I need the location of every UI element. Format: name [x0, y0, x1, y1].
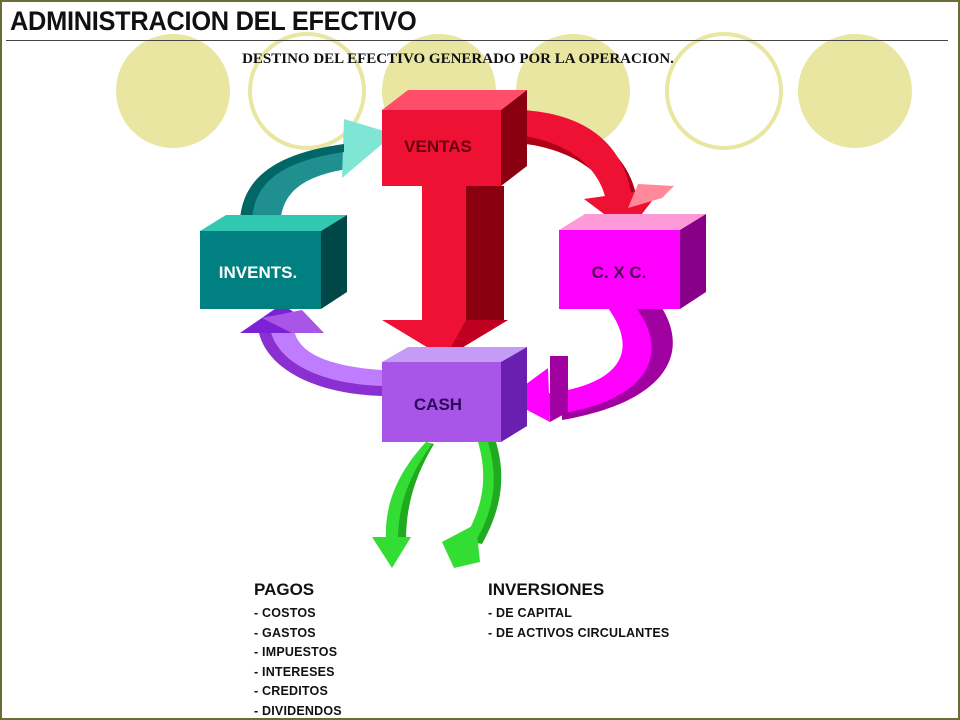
cash-label: CASH [414, 395, 462, 414]
pagos-item: - INTERESES [254, 664, 335, 679]
inversiones-item: - DE CAPITAL [488, 606, 573, 620]
arrow-cxc-to-cash [506, 308, 673, 422]
ventas-node: VENTAS [382, 90, 527, 186]
pagos-heading: PAGOS [254, 580, 315, 599]
inversiones-heading: INVERSIONES [488, 580, 605, 599]
pagos-item: - DIVIDENDOS [254, 703, 342, 718]
inversiones-item: - DE ACTIVOS CIRCULANTES [488, 625, 670, 640]
cxc-label: C. X C. [592, 263, 647, 282]
arrow-cash-to-inversiones [442, 442, 502, 568]
cash-node: CASH [382, 347, 527, 442]
arrow-ventas-to-cash [382, 186, 508, 358]
arrow-cash-to-pagos [372, 442, 434, 568]
title-divider [6, 40, 948, 41]
pagos-list: PAGOS - COSTOS - GASTOS - IMPUESTOS - IN… [254, 580, 342, 718]
arrow-ventas-to-cxc [497, 109, 674, 232]
ventas-label: VENTAS [404, 137, 472, 156]
inversiones-list: INVERSIONES - DE CAPITAL - DE ACTIVOS CI… [488, 580, 669, 643]
pagos-item: - COSTOS [254, 606, 316, 620]
pagos-item: - GASTOS [254, 625, 316, 640]
inventarios-label: INVENTS. [219, 263, 297, 282]
page-subtitle: DESTINO DEL EFECTIVO GENERADO POR LA OPE… [242, 51, 674, 67]
inventarios-node: INVENTS. [200, 215, 347, 309]
pagos-item: - IMPUESTOS [254, 645, 338, 659]
pagos-item: - CREDITOS [254, 684, 328, 698]
cxc-node: C. X C. [559, 214, 706, 309]
arrow-cash-to-inventarios [240, 304, 382, 396]
page-title: ADMINISTRACION DEL EFECTIVO [10, 6, 417, 36]
arrow-inventarios-to-ventas [239, 119, 394, 230]
